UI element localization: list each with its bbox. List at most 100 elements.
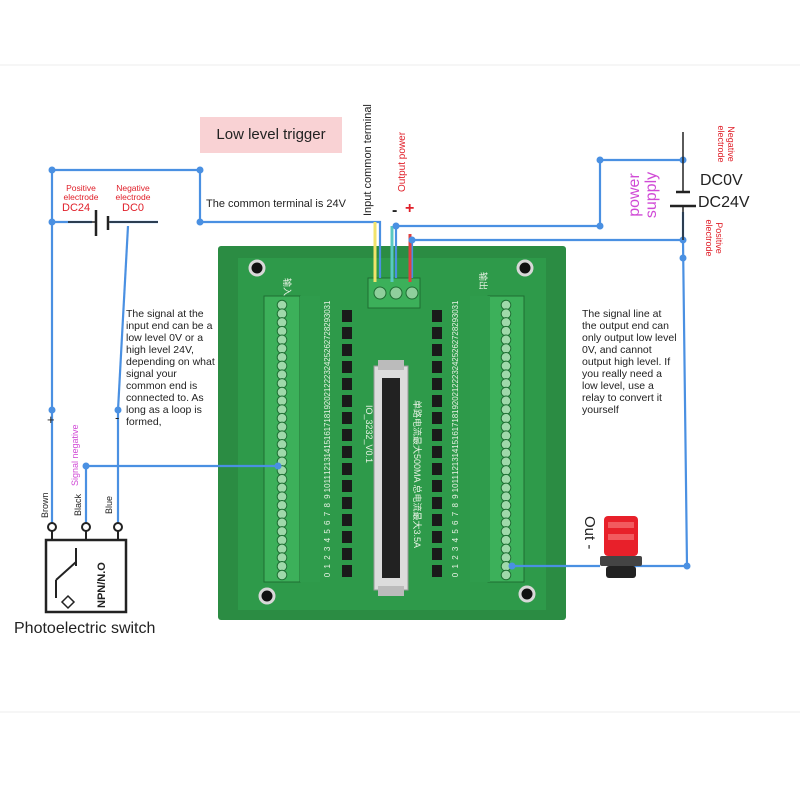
pin-number: 4 [323, 537, 332, 542]
pin-number: 14 [323, 448, 332, 457]
pin-number: 25 [323, 352, 332, 361]
pin-number: 11 [323, 474, 332, 483]
terminal-screw [500, 369, 512, 380]
chip [432, 310, 442, 322]
output-note: The signal line at the output end can on… [582, 308, 677, 416]
terminal-screw [276, 395, 288, 407]
terminal-screw [500, 447, 512, 459]
pin-number: 30 [451, 309, 460, 318]
output-terminal-block-back [470, 296, 490, 582]
mount-hole [258, 587, 276, 605]
pin-number: 12 [323, 465, 332, 474]
terminal-screw [276, 325, 288, 337]
pin-number: 7 [451, 511, 460, 516]
chip [432, 480, 442, 492]
terminal-minus: - [392, 202, 398, 219]
terminal-screw [276, 534, 288, 546]
connector-latch [378, 360, 404, 370]
input-note: The signal at the input end can be a low… [126, 308, 215, 428]
terminal-screw [276, 334, 288, 346]
pin-number: 19 [323, 405, 332, 414]
terminal-screw [276, 412, 288, 424]
pin-number: 9 [451, 494, 460, 499]
pin-number: 22 [451, 378, 460, 387]
chip [342, 531, 352, 543]
right-positive-label: Positive electrode [704, 219, 724, 257]
left-negative-label: Negative electrode [115, 183, 151, 202]
red-lamp-icon [600, 516, 642, 578]
chip [432, 514, 442, 526]
sensor-type-label: NPN/N.O [96, 562, 108, 608]
terminal-screw [276, 386, 288, 398]
terminal-screw [500, 430, 512, 441]
terminal-screw [500, 465, 512, 476]
pin-number: 3 [451, 546, 460, 551]
chip [342, 565, 352, 577]
pin-number: 18 [323, 413, 332, 422]
dc24v-label: DC24V [698, 194, 750, 211]
chip [432, 429, 442, 441]
chip [342, 548, 352, 560]
pin-number: 10 [323, 483, 332, 492]
terminal-screw [276, 569, 288, 581]
terminal-screw [500, 543, 512, 555]
terminal-screw [500, 412, 512, 424]
terminal-screw [500, 439, 512, 450]
terminal-screw [500, 482, 512, 494]
chip [432, 361, 442, 373]
terminal-screw [500, 534, 512, 546]
pin-number: 5 [451, 529, 460, 534]
terminal-screw [500, 508, 512, 520]
pin-number: 7 [323, 511, 332, 516]
chip [432, 327, 442, 339]
terminal-screw [500, 317, 512, 328]
pin-number: 9 [323, 494, 332, 499]
terminal-screw [500, 500, 512, 511]
pin-number: 16 [323, 431, 332, 440]
pin-number: 26 [323, 344, 332, 353]
chip [432, 395, 442, 407]
terminal-plus: + [405, 200, 415, 217]
chip [432, 378, 442, 390]
input-screws [276, 299, 288, 581]
pin-number: 24 [451, 361, 460, 370]
chip [342, 412, 352, 424]
power-supply-label: power supply [626, 171, 660, 219]
terminal-screw [276, 369, 288, 380]
left-positive-label: Positive electrode [63, 183, 99, 202]
terminal-screw [276, 491, 288, 502]
pin-number: 23 [451, 370, 460, 379]
terminal-screw [276, 317, 288, 328]
pin-number: 8 [323, 503, 332, 508]
pin-number: 26 [451, 344, 460, 353]
pin-number: 3 [323, 546, 332, 551]
chip [342, 310, 352, 322]
chip [342, 446, 352, 458]
pin-number: 23 [323, 370, 332, 379]
board-rating: 单路电流最大500MA 总电流最大3.5A [412, 400, 423, 548]
right-negative-label: Negative electrode [716, 125, 736, 163]
terminal-screw [276, 421, 288, 433]
pin-number: 2 [451, 555, 460, 560]
signal-negative-label: Signal negative [70, 424, 80, 486]
page-title: Low level trigger [200, 117, 342, 153]
pin-number: 21 [323, 387, 332, 396]
terminal-screw [500, 456, 512, 468]
chip [342, 378, 352, 390]
input-pin-numbers: 0123456789101112131415161718192021222324… [323, 300, 332, 577]
chip [432, 531, 442, 543]
pin-number: 28 [451, 326, 460, 335]
pin-number: 0 [323, 572, 332, 577]
pin-number: 13 [323, 457, 332, 466]
pin-number: 15 [451, 439, 460, 448]
wire-sensor-minus [116, 225, 130, 411]
common-screw [373, 286, 387, 300]
pin-number: 8 [451, 503, 460, 508]
pin-number: 16 [451, 431, 460, 440]
pin-number: 15 [323, 439, 332, 448]
terminal-screw [276, 360, 288, 372]
pin-number: 1 [323, 564, 332, 569]
pin-number: 12 [451, 465, 460, 474]
pin-number: 2 [323, 555, 332, 560]
